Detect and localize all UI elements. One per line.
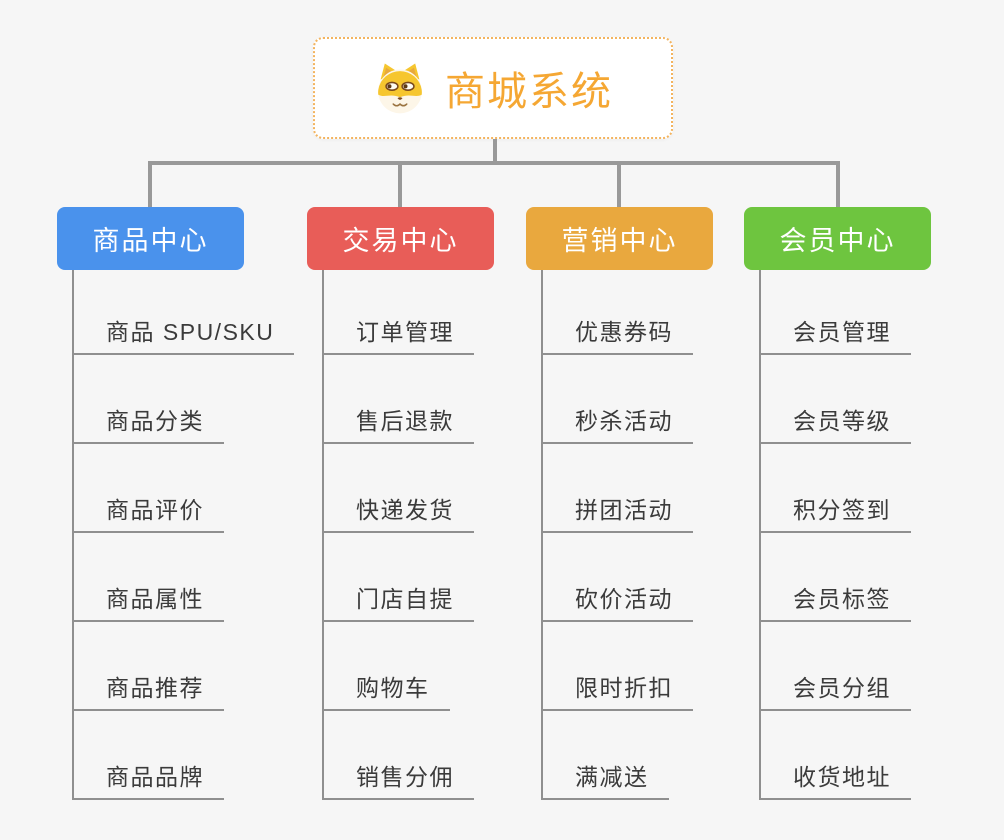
connector-root-drop <box>493 139 497 163</box>
topic-item[interactable]: 砍价活动 <box>543 533 693 622</box>
topic-item[interactable]: 销售分佣 <box>324 711 474 800</box>
branch-label: 交易中心 <box>342 226 459 256</box>
topic-item[interactable]: 售后退款 <box>324 355 474 444</box>
topic-item[interactable]: 商品评价 <box>74 444 294 533</box>
topic-item[interactable]: 商品属性 <box>74 533 294 622</box>
topic-label: 商品评价 <box>74 491 224 533</box>
topic-item[interactable]: 购物车 <box>324 622 474 711</box>
topic-item[interactable]: 满减送 <box>543 711 693 800</box>
topic-label: 快递发货 <box>324 491 474 533</box>
topic-label: 满减送 <box>543 758 669 800</box>
topic-label: 砍价活动 <box>543 580 693 622</box>
topic-label: 会员等级 <box>761 402 911 444</box>
topic-item[interactable]: 商品品牌 <box>74 711 294 800</box>
topic-label: 商品 SPU/SKU <box>74 313 295 355</box>
branch-member-children: 会员管理 会员等级 积分签到 会员标签 会员分组 收货地址 <box>759 270 911 800</box>
topic-label: 秒杀活动 <box>543 402 693 444</box>
topic-item[interactable]: 会员管理 <box>761 270 911 355</box>
topic-label: 拼团活动 <box>543 491 693 533</box>
connector-drop-member <box>836 165 840 207</box>
root-node-mall-system[interactable]: 商城系统 <box>313 37 673 139</box>
topic-label: 商品分类 <box>74 402 224 444</box>
topic-item[interactable]: 快递发货 <box>324 444 474 533</box>
topic-label: 门店自提 <box>324 580 474 622</box>
topic-item[interactable]: 商品推荐 <box>74 622 294 711</box>
topic-item[interactable]: 会员标签 <box>761 533 911 622</box>
branch-label: 商品中心 <box>92 226 209 256</box>
topic-label: 会员管理 <box>761 313 911 355</box>
branch-trade-center[interactable]: 交易中心 <box>307 207 494 270</box>
topic-item[interactable]: 订单管理 <box>324 270 474 355</box>
topic-label: 积分签到 <box>761 491 911 533</box>
branch-trade-children: 订单管理 售后退款 快递发货 门店自提 购物车 销售分佣 <box>322 270 474 800</box>
topic-item[interactable]: 商品分类 <box>74 355 294 444</box>
dog-face-icon <box>378 63 422 114</box>
branch-product-center[interactable]: 商品中心 <box>57 207 244 270</box>
topic-label: 销售分佣 <box>324 758 474 800</box>
connector-drop-product <box>148 165 152 207</box>
topic-item[interactable]: 会员分组 <box>761 622 911 711</box>
topic-label: 商品推荐 <box>74 669 224 711</box>
connector-drop-marketing <box>617 165 621 207</box>
branch-label: 会员中心 <box>779 226 896 256</box>
branch-member-center[interactable]: 会员中心 <box>744 207 931 270</box>
topic-item[interactable]: 优惠券码 <box>543 270 693 355</box>
connector-drop-trade <box>398 165 402 207</box>
topic-label: 售后退款 <box>324 402 474 444</box>
branch-marketing-center[interactable]: 营销中心 <box>526 207 713 270</box>
topic-item[interactable]: 收货地址 <box>761 711 911 800</box>
topic-label: 购物车 <box>324 669 450 711</box>
topic-item[interactable]: 会员等级 <box>761 355 911 444</box>
topic-item[interactable]: 积分签到 <box>761 444 911 533</box>
topic-item[interactable]: 拼团活动 <box>543 444 693 533</box>
branch-label: 营销中心 <box>561 226 678 256</box>
topic-item[interactable]: 门店自提 <box>324 533 474 622</box>
topic-label: 会员标签 <box>761 580 911 622</box>
topic-label: 限时折扣 <box>543 669 693 711</box>
topic-label: 商品属性 <box>74 580 224 622</box>
topic-label: 会员分组 <box>761 669 911 711</box>
branch-product-children: 商品 SPU/SKU 商品分类 商品评价 商品属性 商品推荐 商品品牌 <box>72 270 295 800</box>
topic-item[interactable]: 秒杀活动 <box>543 355 693 444</box>
connector-horizontal <box>148 161 840 165</box>
branch-marketing-children: 优惠券码 秒杀活动 拼团活动 砍价活动 限时折扣 满减送 <box>541 270 693 800</box>
topic-label: 收货地址 <box>761 758 911 800</box>
topic-label: 订单管理 <box>324 313 474 355</box>
topic-label: 商品品牌 <box>74 758 224 800</box>
root-title: 商城系统 <box>445 70 613 114</box>
topic-label: 优惠券码 <box>543 313 693 355</box>
topic-item[interactable]: 商品 SPU/SKU <box>74 270 295 355</box>
topic-item[interactable]: 限时折扣 <box>543 622 693 711</box>
